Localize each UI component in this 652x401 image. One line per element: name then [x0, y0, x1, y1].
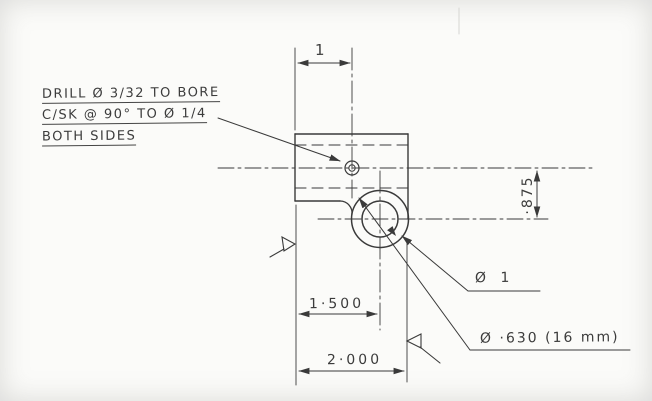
fillet-arc: [339, 200, 353, 216]
dim-text-1-inch: 1: [314, 40, 327, 60]
surface-finish-tail-right: [419, 346, 441, 364]
surface-finish-tail-left: [269, 248, 285, 258]
note-text-line2: C/SK @ 90° TO Ø 1/4: [41, 106, 207, 125]
leader-boss-diameter: [401, 235, 541, 292]
arrowhead-bore-leader: [387, 226, 396, 236]
dim-text-bore-diameter: Ø ·630 (16 mm): [479, 329, 620, 347]
surface-finish-icon-right: [405, 333, 422, 349]
dim-text-boss-diameter: Ø 1: [474, 269, 515, 287]
leader-drill-note: [217, 117, 341, 162]
note-text-line3: BOTH SIDES: [41, 128, 137, 147]
dim-text-875: ·875: [520, 175, 536, 215]
dim-text-1500: 1·500: [308, 295, 365, 313]
surface-finish-icon-left: [281, 235, 297, 252]
leader-bore-diameter: [358, 197, 631, 351]
note-text-line1: DRILL Ø 3/32 TO BORE: [41, 85, 220, 104]
dim-text-2000: 2·000: [326, 351, 383, 369]
